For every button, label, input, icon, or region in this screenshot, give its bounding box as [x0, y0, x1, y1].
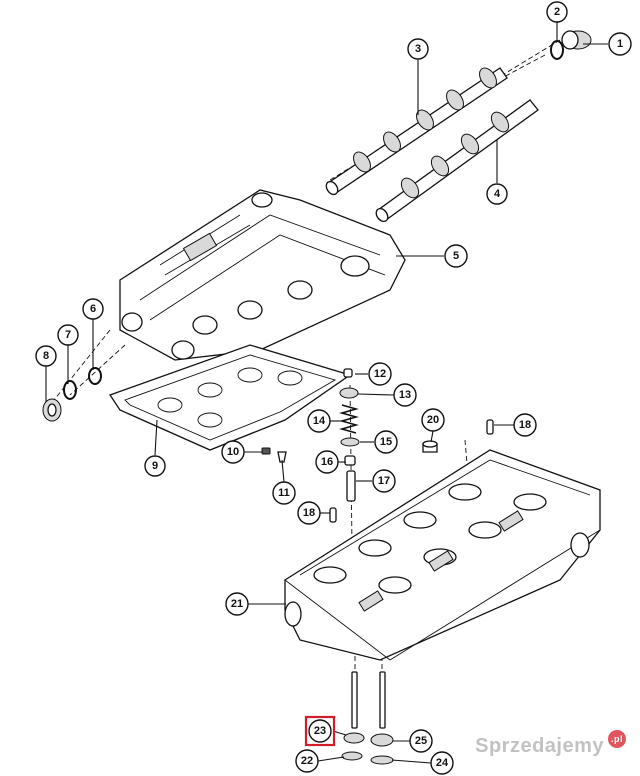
camshaft-cap [561, 30, 592, 50]
exhaust-camshaft [375, 99, 539, 223]
svg-text:1: 1 [617, 38, 623, 50]
spring-retainer-13 [339, 387, 359, 399]
highlight-box [304, 715, 336, 747]
callout-16: 16 [315, 450, 339, 474]
dowel-pin-18a [329, 507, 337, 523]
dowel-pin-18b [486, 419, 494, 435]
bolt-10 [261, 447, 271, 455]
svg-text:21: 21 [231, 598, 243, 610]
seal-ring-7 [63, 380, 77, 400]
svg-text:23: 23 [314, 725, 326, 737]
valve-seat-24 [370, 755, 394, 765]
callout-14: 14 [307, 409, 331, 433]
svg-text:20: 20 [427, 414, 439, 426]
callout-3: 3 [407, 38, 429, 60]
plug-20 [422, 440, 438, 453]
callout-2: 2 [546, 1, 568, 23]
svg-text:16: 16 [321, 456, 333, 468]
valve-guide-17 [346, 470, 356, 502]
callout-9: 9 [144, 455, 166, 477]
callout-5: 5 [444, 244, 468, 268]
callout-11: 11 [272, 481, 296, 505]
svg-text:6: 6 [90, 303, 96, 315]
callout-17: 17 [372, 469, 396, 493]
svg-text:22: 22 [301, 755, 313, 767]
svg-text:18: 18 [519, 419, 531, 431]
callout-6: 6 [82, 298, 104, 320]
watermark-text: Sprzedajemy [475, 735, 604, 757]
bolt-11 [277, 451, 287, 463]
watermark-logo-dot: .pl [608, 729, 626, 748]
cylinder-head [284, 449, 601, 661]
svg-text:13: 13 [399, 389, 411, 401]
intake-camshaft [325, 67, 508, 196]
callout-10: 10 [221, 440, 245, 464]
callout-21: 21 [225, 592, 249, 616]
watermark: Sprzedajemy .pl [475, 729, 626, 758]
spring-seat-15 [340, 437, 360, 447]
svg-text:9: 9 [152, 460, 158, 472]
camshaft-carrier-housing [119, 189, 406, 361]
callout-23: 23 [308, 719, 332, 743]
callout-18a: 18 [297, 501, 321, 525]
exhaust-valve-25 [370, 671, 394, 747]
callout-24: 24 [430, 751, 454, 775]
svg-text:5: 5 [453, 250, 459, 262]
svg-text:17: 17 [378, 475, 390, 487]
callout-13: 13 [393, 383, 417, 407]
svg-text:4: 4 [494, 188, 501, 200]
svg-text:10: 10 [227, 446, 239, 458]
leader-lines [45, 22, 608, 764]
callout-22: 22 [295, 749, 319, 773]
callout-18b: 18 [513, 413, 537, 437]
svg-text:15: 15 [380, 436, 392, 448]
callout-15: 15 [374, 430, 398, 454]
valve-spring-14 [339, 404, 359, 434]
svg-text:12: 12 [374, 368, 386, 380]
callout-12: 12 [368, 362, 392, 386]
camshaft-seal-ring [550, 40, 564, 60]
callout-7: 7 [57, 324, 79, 346]
callout-4: 4 [486, 183, 508, 205]
svg-text:14: 14 [313, 415, 326, 427]
svg-text:8: 8 [43, 350, 49, 362]
svg-text:18: 18 [303, 507, 315, 519]
callout-25: 25 [409, 729, 433, 753]
valve-seat-22 [341, 751, 363, 761]
intake-valve-23 [343, 671, 365, 744]
seal-ring-6 [88, 367, 102, 385]
svg-text:2: 2 [554, 6, 560, 18]
svg-text:25: 25 [415, 735, 427, 747]
callout-8: 8 [35, 345, 57, 367]
valve-stem-seal-16 [344, 455, 356, 466]
cover-gasket [108, 344, 352, 451]
callout-1: 1 [608, 32, 632, 56]
oil-seal-8 [42, 398, 62, 422]
svg-text:24: 24 [436, 757, 449, 769]
valve-keeper-12 [343, 368, 353, 378]
callout-20: 20 [421, 408, 445, 432]
svg-text:7: 7 [65, 329, 71, 341]
svg-text:11: 11 [278, 487, 290, 499]
svg-text:3: 3 [415, 43, 421, 55]
